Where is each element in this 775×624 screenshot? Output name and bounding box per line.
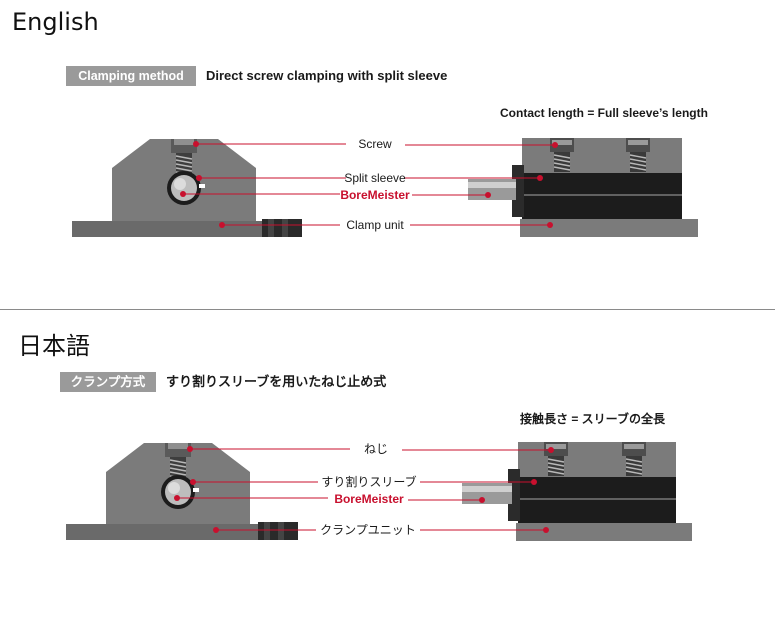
method-badge: クランプ方式 [60,372,156,392]
label-clamp-unit: Clamp unit [346,218,404,232]
clamp-side-view [462,442,692,541]
leader-dots [174,446,554,533]
method-badge: Clamping method [66,66,196,86]
label-screw: Screw [358,137,392,151]
clamp-diagram [72,138,698,237]
leader-lines [183,143,555,226]
leader-lines [177,448,551,531]
label-boremeister: BoreMeister [334,492,404,506]
label-split-sleeve: すり割りスリーブ [321,475,417,489]
clamp-side-view [468,138,698,237]
language-title: English [12,8,99,36]
section-english: English Clamping method Direct screw cla… [0,0,775,309]
label-split-sleeve: Split sleeve [344,171,406,185]
contact-length-note: Contact length = Full sleeve’s length [500,106,708,120]
section-divider [0,309,775,310]
language-title: 日本語 [18,332,90,360]
contact-length-note: 接触長さ = スリーブの全長 [520,412,665,426]
label-clamp-unit: クランプユニット [320,523,416,537]
label-screw: ねじ [363,442,388,456]
clamp-diagram [66,442,692,541]
leader-dots [180,141,558,228]
method-description: すり割りスリーブを用いたねじ止め式 [166,374,387,389]
clamp-front-view [72,139,302,237]
label-boremeister: BoreMeister [340,188,410,202]
section-japanese: 日本語 クランプ方式 すり割りスリーブを用いたねじ止め式 接触長さ = スリーブ… [0,310,775,624]
method-description: Direct screw clamping with split sleeve [206,68,448,83]
clamp-front-view [66,443,298,540]
